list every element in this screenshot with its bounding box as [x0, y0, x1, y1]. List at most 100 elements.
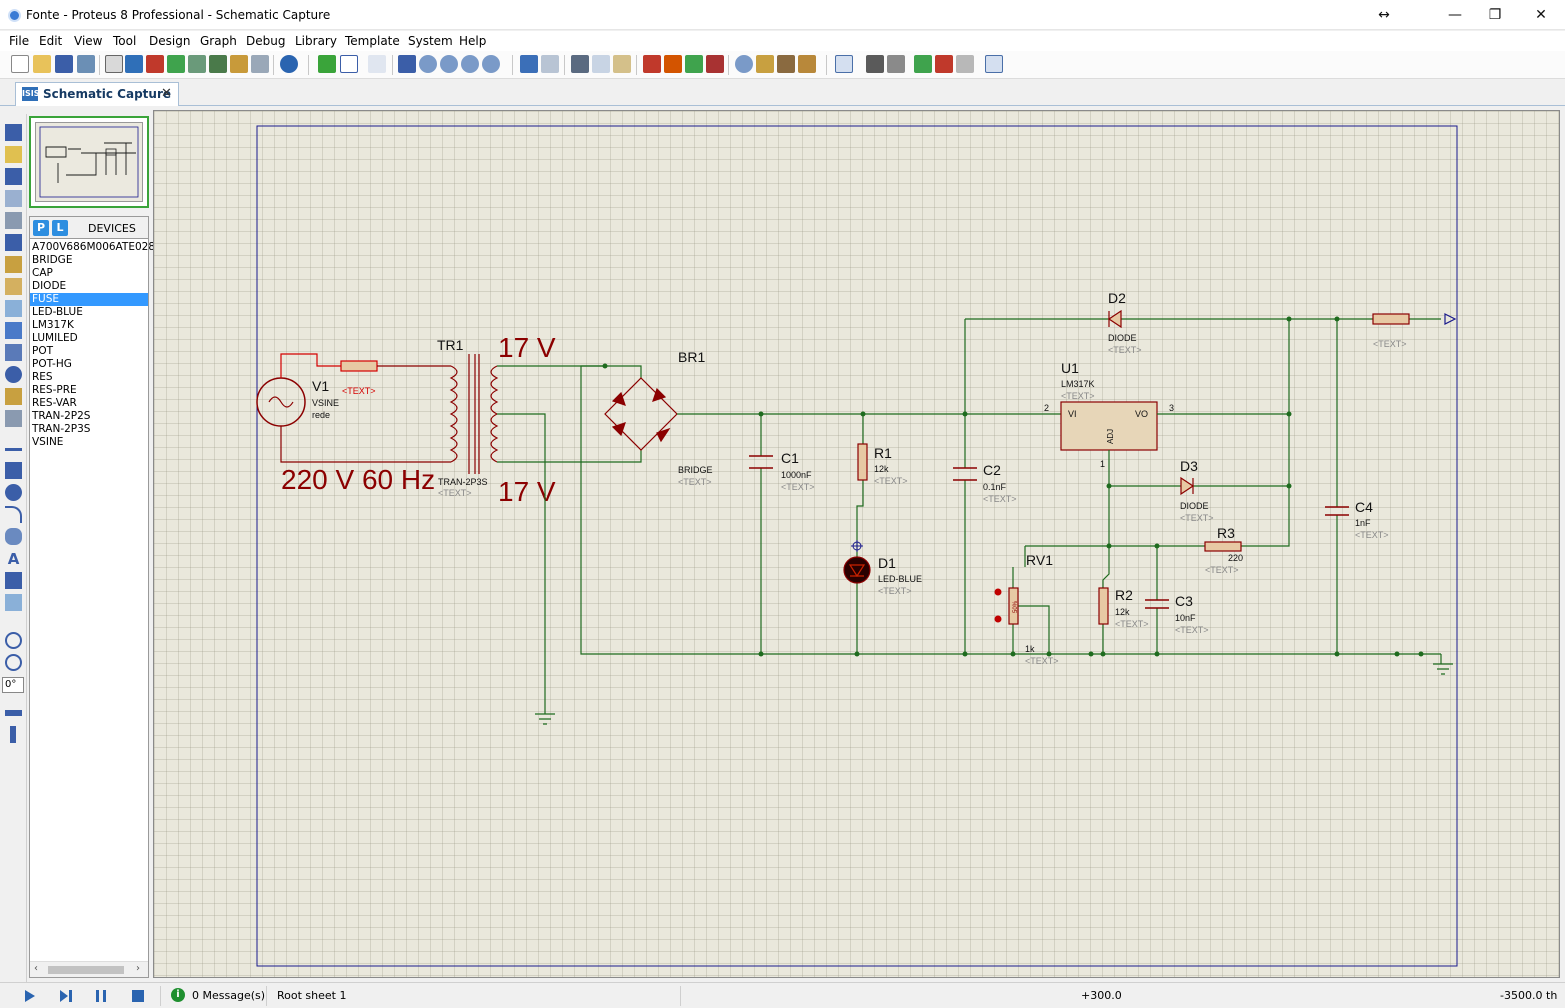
open-folder-icon[interactable] [33, 55, 51, 73]
circle-icon[interactable] [5, 484, 22, 501]
redo-icon[interactable] [541, 55, 559, 73]
menu-help[interactable]: Help [459, 34, 487, 48]
device-item[interactable]: LUMILED [32, 332, 78, 344]
v1-sine-source[interactable] [256, 377, 306, 427]
menu-tool[interactable]: Tool [113, 34, 137, 48]
device-list-scrollbar[interactable]: ‹ › [30, 961, 148, 977]
help-icon[interactable] [280, 55, 298, 73]
d1-led[interactable] [843, 556, 871, 584]
3d-viewer-icon[interactable] [188, 55, 206, 73]
menu-design[interactable]: Design [149, 34, 191, 48]
arc-icon[interactable] [5, 506, 22, 523]
make-device-icon[interactable] [756, 55, 774, 73]
tab-schematic-capture[interactable]: ISIS Schematic Capture ✕ [15, 82, 179, 106]
d3-diode[interactable] [1180, 476, 1195, 496]
device-item-selected[interactable]: FUSE [30, 293, 148, 306]
netlist-icon[interactable] [985, 55, 1003, 73]
scrollbar-thumb[interactable] [48, 966, 124, 974]
undo-icon[interactable] [520, 55, 538, 73]
block-delete-icon[interactable] [706, 55, 724, 73]
property-assignment-icon[interactable] [887, 55, 905, 73]
remove-sheet-icon[interactable] [935, 55, 953, 73]
block-rotate-icon[interactable] [685, 55, 703, 73]
pause-icon[interactable] [93, 988, 109, 1004]
pan-icon[interactable] [398, 55, 416, 73]
menu-debug[interactable]: Debug [246, 34, 286, 48]
grid-toggle-icon[interactable] [340, 55, 358, 73]
menu-view[interactable]: View [74, 34, 103, 48]
device-item[interactable]: VSINE [32, 436, 64, 448]
zoom-area-icon[interactable] [482, 55, 500, 73]
overview-window[interactable] [29, 116, 149, 208]
bom-icon[interactable] [209, 55, 227, 73]
device-item[interactable]: RES-VAR [32, 397, 77, 409]
exit-to-parent-icon[interactable] [956, 55, 974, 73]
new-file-icon[interactable] [11, 55, 29, 73]
pick-parts-icon[interactable] [735, 55, 753, 73]
device-pins-icon[interactable] [5, 300, 22, 317]
v1-top-wire[interactable] [280, 353, 341, 378]
marker-icon[interactable] [5, 594, 22, 611]
device-item[interactable]: A700V686M006ATE028 [32, 241, 156, 253]
wire-autorouter-icon[interactable] [835, 55, 853, 73]
rv1-decrement-button[interactable] [994, 615, 1002, 623]
path-icon[interactable] [5, 528, 22, 545]
menu-graph[interactable]: Graph [200, 34, 237, 48]
device-item[interactable]: POT-HG [32, 358, 72, 370]
device-item[interactable]: LM317K [32, 319, 74, 331]
messages-count[interactable]: 0 Message(s) [192, 989, 266, 1002]
device-item[interactable]: BRIDGE [32, 254, 73, 266]
line-icon[interactable] [5, 448, 22, 451]
zoom-out-icon[interactable] [440, 55, 458, 73]
c4-capacitor[interactable] [1325, 506, 1349, 516]
component-mode-icon[interactable] [5, 146, 22, 163]
stop-icon[interactable] [130, 988, 146, 1004]
play-icon[interactable] [22, 988, 38, 1004]
output-terminal[interactable] [1444, 313, 1457, 325]
generator-icon[interactable] [5, 366, 22, 383]
device-item[interactable]: RES-PRE [32, 384, 77, 396]
gerber-icon[interactable] [167, 55, 185, 73]
menu-library[interactable]: Library [295, 34, 337, 48]
library-manager-button[interactable]: L [52, 220, 68, 236]
menu-system[interactable]: System [408, 34, 453, 48]
home-icon[interactable] [105, 55, 123, 73]
mirror-horizontal-icon[interactable] [5, 710, 22, 716]
v1-bottom-wire[interactable] [280, 426, 451, 463]
design-explorer-icon[interactable] [230, 55, 248, 73]
c3-capacitor[interactable] [1145, 599, 1169, 609]
br1-bridge-rectifier[interactable] [604, 377, 678, 451]
device-item[interactable]: CAP [32, 267, 53, 279]
buses-icon[interactable] [5, 234, 22, 251]
menu-file[interactable]: File [9, 34, 30, 48]
rotate-clockwise-icon[interactable] [5, 632, 22, 649]
minimize-button[interactable]: — [1448, 7, 1462, 23]
block-move-icon[interactable] [664, 55, 682, 73]
c2-capacitor[interactable] [953, 467, 977, 481]
mirror-vertical-icon[interactable] [10, 726, 16, 743]
terminals-icon[interactable] [5, 278, 22, 295]
rotate-anticlockwise-icon[interactable] [5, 654, 22, 671]
new-sheet-icon[interactable] [914, 55, 932, 73]
decompose-icon[interactable] [798, 55, 816, 73]
menu-edit[interactable]: Edit [39, 34, 63, 48]
packaging-tool-icon[interactable] [777, 55, 795, 73]
voltage-probe-icon[interactable] [5, 388, 22, 405]
search-tag-icon[interactable] [866, 55, 884, 73]
input-fuse[interactable] [340, 360, 378, 372]
wire-label-icon[interactable] [5, 190, 22, 207]
origin-icon[interactable] [368, 55, 386, 73]
resize-arrows-icon[interactable]: ↔ [1378, 7, 1390, 23]
refresh-icon[interactable] [318, 55, 336, 73]
device-item[interactable]: RES [32, 371, 53, 383]
output-fuse[interactable] [1372, 313, 1410, 325]
zoom-in-icon[interactable] [419, 55, 437, 73]
pcb-layout-icon[interactable] [146, 55, 164, 73]
r2-resistor[interactable] [1098, 587, 1109, 625]
rv1-increment-button[interactable] [994, 588, 1002, 596]
rv1-potentiometer[interactable] [1008, 587, 1019, 625]
rotation-angle-field[interactable]: 0° [2, 677, 24, 693]
text-icon[interactable]: A [7, 550, 20, 568]
text-script-icon[interactable] [5, 212, 22, 229]
copy-icon[interactable] [592, 55, 610, 73]
